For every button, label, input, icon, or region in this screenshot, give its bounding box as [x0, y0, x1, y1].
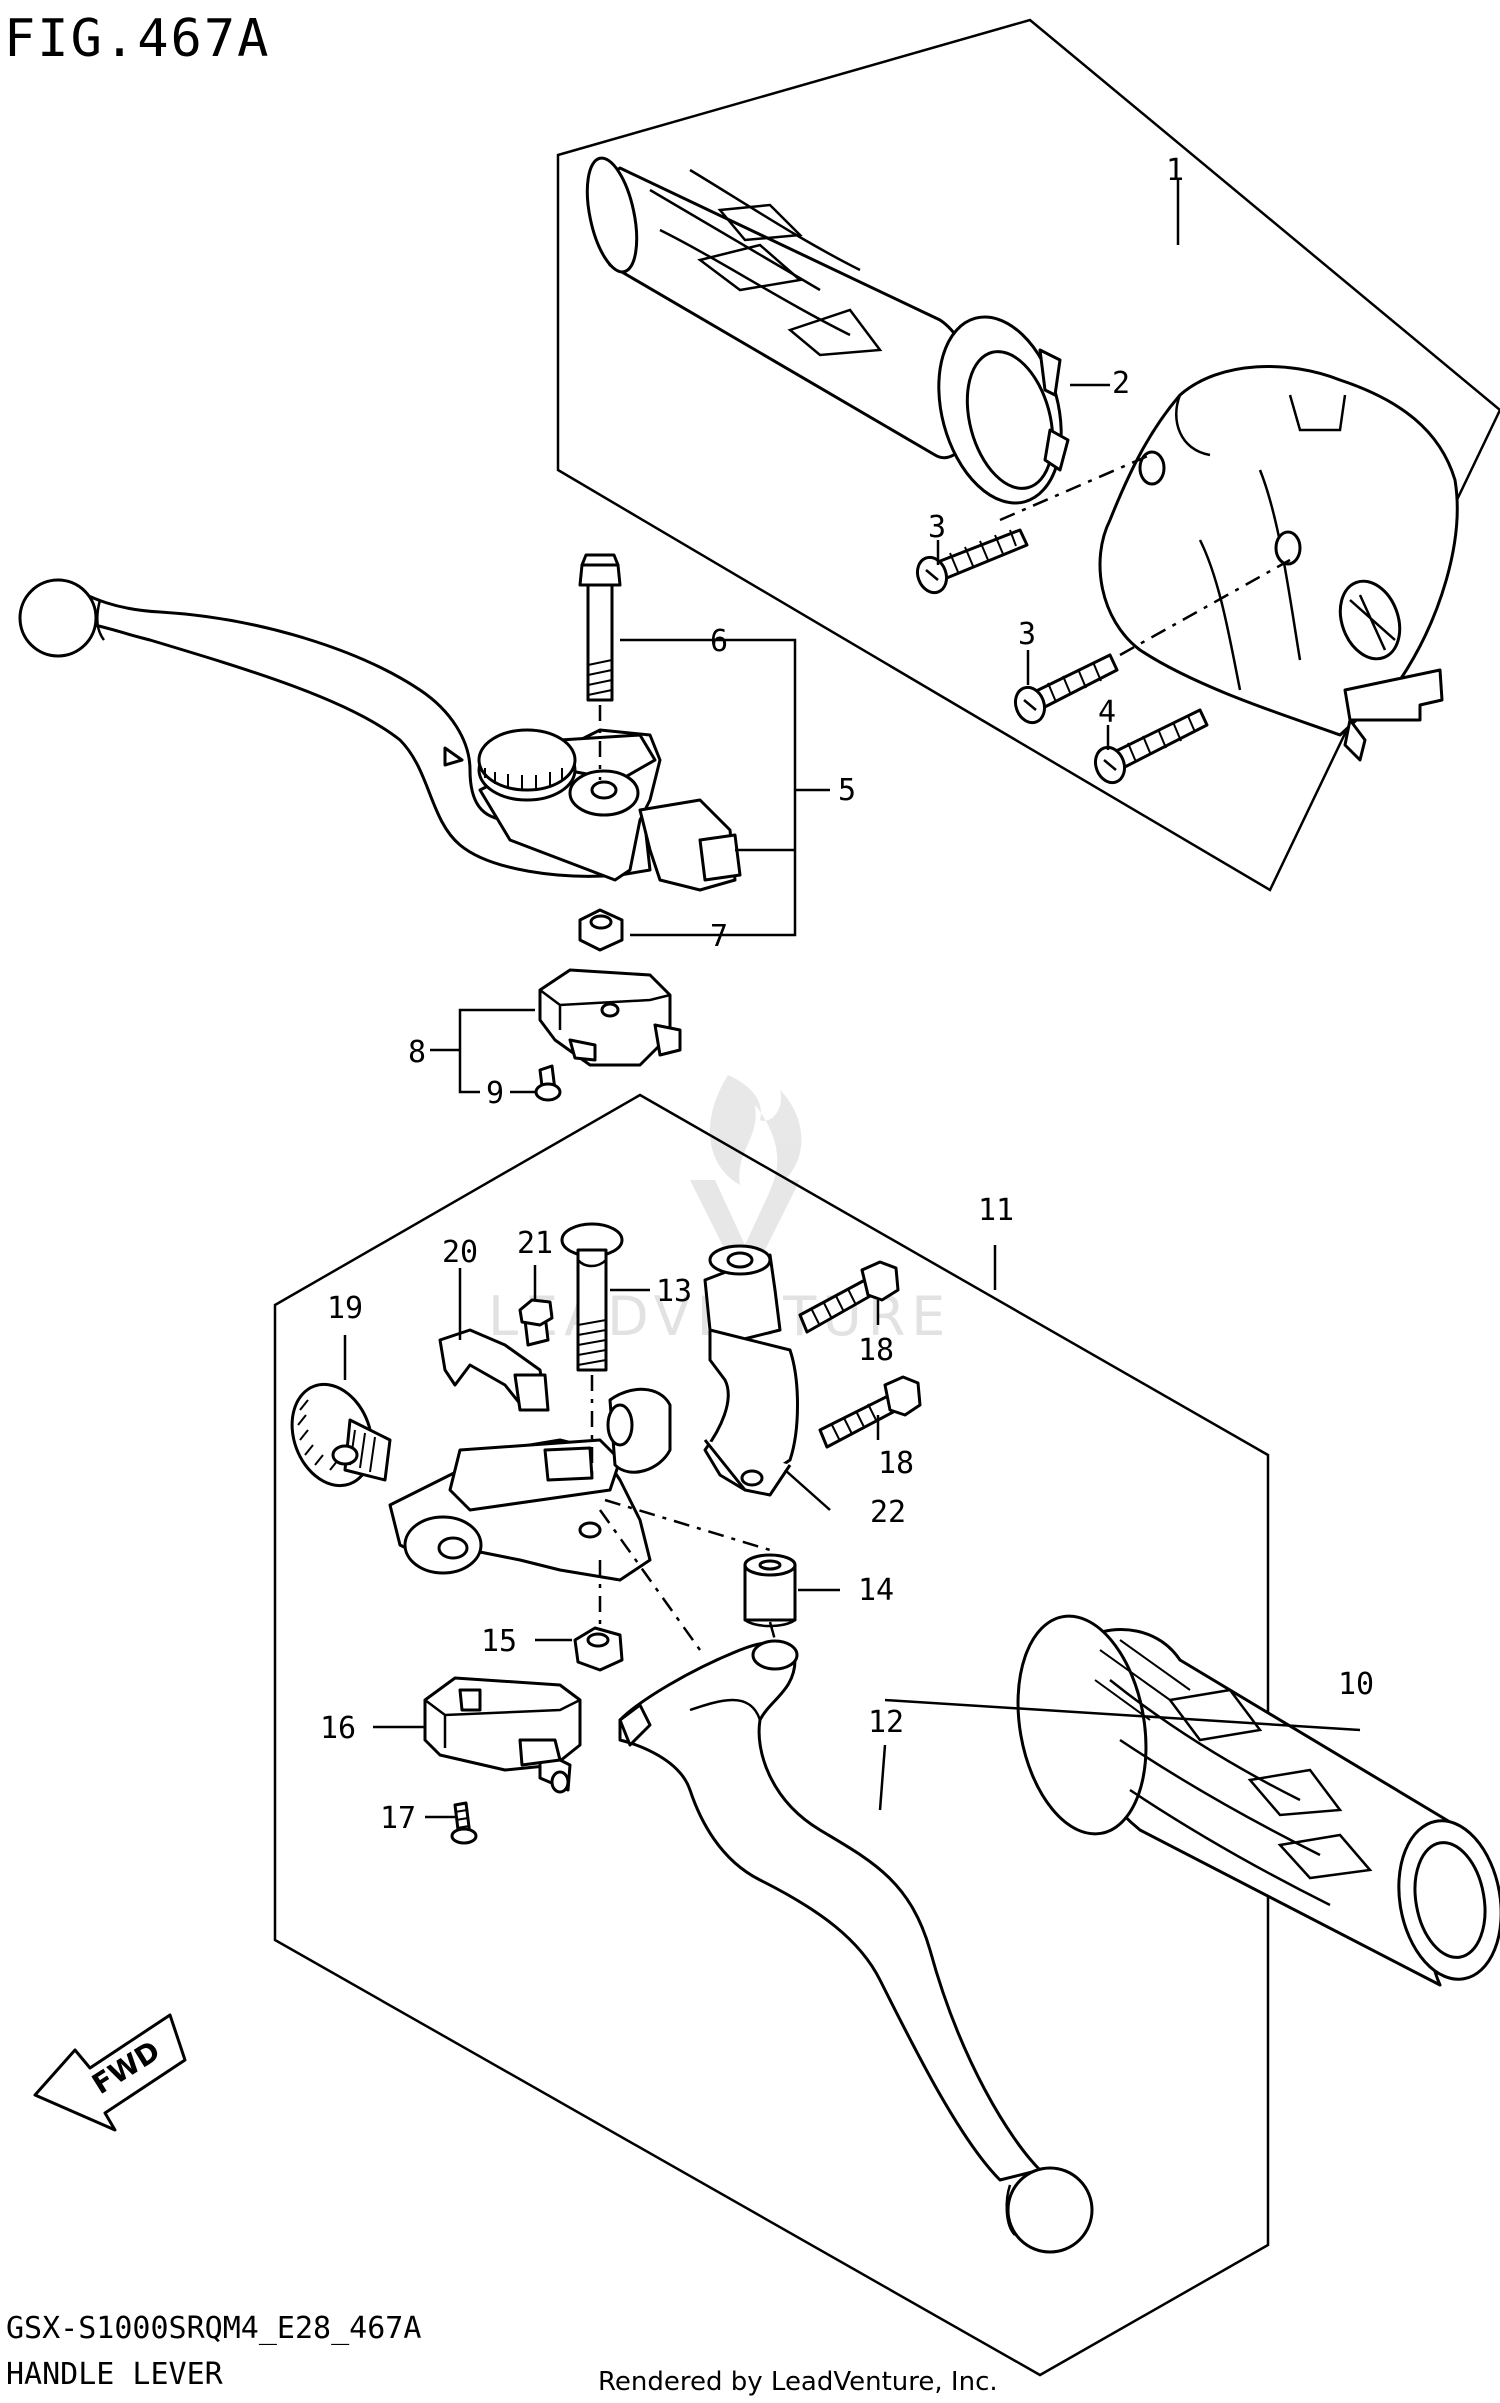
callout-3-upper: 3: [928, 510, 946, 545]
handlebar-grip-10: [1016, 1614, 1500, 1987]
callout-18-upper: 18: [858, 1333, 894, 1368]
screw-3-lower: [1013, 653, 1119, 725]
callout-19: 19: [327, 1291, 363, 1326]
throttle-grip: [585, 156, 979, 459]
forward-direction-arrow: FWD: [33, 2013, 187, 2132]
callout-16: 16: [320, 1711, 356, 1746]
callout-10: 10: [1338, 1667, 1374, 1702]
credit-text: Rendered by LeadVenture, Inc.: [598, 2367, 998, 2397]
callout-11: 11: [978, 1193, 1014, 1228]
callout-21: 21: [517, 1226, 553, 1261]
callout-15: 15: [481, 1624, 517, 1659]
section-name: HANDLE LEVER: [6, 2357, 224, 2392]
callout-20: 20: [442, 1235, 478, 1270]
bracket-5: [620, 638, 797, 937]
assembly-frame-11: [273, 1093, 1270, 2377]
throttle-grip-assembly-group: [556, 18, 1500, 892]
callout-7: 7: [710, 919, 728, 954]
pivot-bolt-6: [578, 553, 622, 780]
callout-9: 9: [486, 1076, 504, 1111]
screw-3-upper: [915, 528, 1029, 595]
alignment-line-lever-pivot: [598, 1509, 702, 1651]
alignment-line-collar: [604, 1498, 771, 1552]
callout-13: 13: [656, 1274, 692, 1309]
clutch-lever-12: [618, 1639, 1094, 2254]
callout-22: 22: [870, 1495, 906, 1530]
leader-10: [884, 1698, 1361, 1732]
throttle-pulley-collar: [937, 315, 1070, 505]
figure-title: FIG.467A: [4, 9, 270, 69]
model-code: GSX-S1000SRQM4_E28_467A: [6, 2311, 421, 2346]
screw-4: [1093, 708, 1209, 785]
spring-clip-20: [438, 1328, 550, 1412]
callout-1: 1: [1166, 153, 1184, 188]
callout-5: 5: [838, 773, 856, 808]
callout-18-lower: 18: [878, 1446, 914, 1481]
clutch-switch-16: [423, 1676, 582, 1794]
callout-2: 2: [1112, 366, 1130, 401]
clutch-lever-group: [273, 1093, 1500, 2377]
lock-nut-7: [578, 908, 624, 952]
clamp-bolt-18-upper: [798, 1260, 900, 1334]
switch-screw-17: [450, 1801, 478, 1845]
pivot-bolt-13: [560, 1222, 624, 1475]
callout-8: 8: [408, 1035, 426, 1070]
brake-lever-group: [18, 553, 830, 1102]
leader-22: [784, 1469, 831, 1511]
leader-12: [878, 1744, 887, 1811]
clutch-lever-holder-11: [388, 1387, 672, 1582]
callout-17: 17: [380, 1801, 416, 1836]
brake-lever-tip: [18, 578, 98, 658]
callout-3-lower: 3: [1018, 617, 1036, 652]
handlebar-clamp-22: [703, 1244, 799, 1497]
screw-21: [518, 1298, 554, 1347]
brake-light-switch-8: [538, 968, 682, 1067]
throttle-housing: [1098, 364, 1459, 762]
switch-screw-9: [534, 1064, 562, 1102]
alignment-line-screw-lower: [1119, 558, 1291, 657]
alignment-line-screw-upper: [999, 453, 1151, 522]
clamp-bolt-18-lower: [818, 1375, 922, 1449]
nut-15: [573, 1626, 624, 1672]
callout-6: 6: [710, 624, 728, 659]
alignment-line-collar-lever: [768, 1621, 777, 1641]
adjuster-knob-19: [290, 1382, 392, 1488]
callout-14: 14: [858, 1573, 894, 1608]
callout-4: 4: [1098, 695, 1116, 730]
collar-14: [743, 1553, 797, 1628]
callout-12: 12: [868, 1705, 904, 1740]
